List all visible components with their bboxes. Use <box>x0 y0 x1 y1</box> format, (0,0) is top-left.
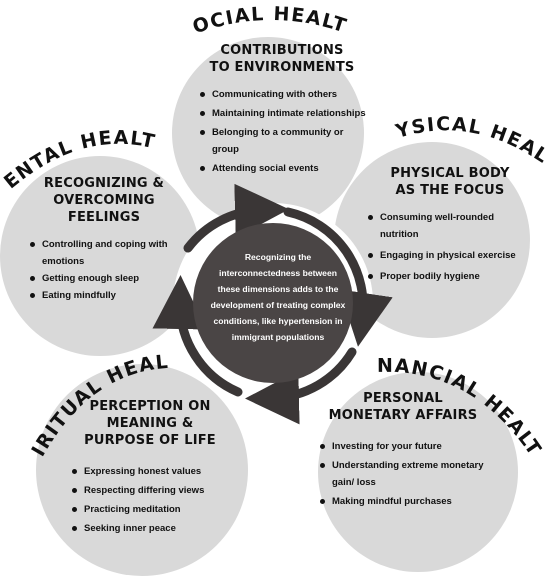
spiritual-title-line2: MEANING & <box>106 416 194 431</box>
financial-title-line2: MONETARY AFFAIRS <box>328 408 478 423</box>
list-item: Communicating with others <box>198 86 366 103</box>
list-item: Engaging in physical exercise <box>366 247 534 264</box>
mental-title-line2: OVERCOMING <box>53 193 155 208</box>
social-title-line1: CONTRIBUTIONS <box>220 43 344 58</box>
arrow-top <box>183 183 289 253</box>
spiritual-title-line3: PURPOSE OF LIFE <box>84 433 216 448</box>
list-item: Seeking inner peace <box>70 520 230 537</box>
physical-title-line2: AS THE FOCUS <box>395 183 505 198</box>
list-item: Proper bodily hygiene <box>366 268 534 285</box>
list-item: Belonging to a community or group <box>198 124 366 158</box>
physical-list: Consuming well-rounded nutrition Engagin… <box>366 209 534 285</box>
mental-title-line1: RECOGNIZING & <box>43 176 165 191</box>
list-item: Attending social events <box>198 160 366 177</box>
social-list: Communicating with others Maintaining in… <box>198 86 366 177</box>
petal-physical <box>334 142 530 338</box>
financial-content: PERSONAL MONETARY AFFAIRS Investing for … <box>318 390 488 510</box>
list-item: Making mindful purchases <box>318 493 488 510</box>
cycle-arrows <box>152 183 393 425</box>
petal-spiritual <box>36 364 248 576</box>
arrow-right <box>283 207 393 347</box>
financial-title: PERSONAL MONETARY AFFAIRS <box>318 390 488 424</box>
spiritual-title-line1: PERCEPTION ON <box>89 399 211 414</box>
social-title-line2: TO ENVIRONMENTS <box>209 60 355 75</box>
mental-content: RECOGNIZING & OVERCOMING FEELINGS Contro… <box>28 175 180 304</box>
list-item: Eating mindfully <box>28 287 180 304</box>
mental-title: RECOGNIZING & OVERCOMING FEELINGS <box>28 175 180 226</box>
list-item: Expressing honest values <box>70 463 230 480</box>
mental-title-line3: FEELINGS <box>67 210 141 225</box>
list-item: Practicing meditation <box>70 501 230 518</box>
arrow-bottom <box>245 347 357 425</box>
petal-mental <box>0 156 200 356</box>
center-disk <box>193 223 353 383</box>
social-content: CONTRIBUTIONS TO ENVIRONMENTS Communicat… <box>198 42 366 177</box>
financial-title-line1: PERSONAL <box>363 391 443 406</box>
spiritual-title: PERCEPTION ON MEANING & PURPOSE OF LIFE <box>70 398 230 449</box>
financial-list: Investing for your future Understanding … <box>318 438 488 510</box>
petal-financial <box>318 372 518 572</box>
physical-content: PHYSICAL BODY AS THE FOCUS Consuming wel… <box>366 165 534 285</box>
spiritual-content: PERCEPTION ON MEANING & PURPOSE OF LIFE … <box>70 398 230 537</box>
list-item: Consuming well-rounded nutrition <box>366 209 510 243</box>
center-statement: Recognizing the interconnectedness betwe… <box>210 252 346 342</box>
list-item: Understanding extreme monetary gain/ los… <box>318 457 488 491</box>
list-item: Maintaining intimate relationships <box>198 105 366 122</box>
list-item: Investing for your future <box>318 438 488 455</box>
list-item: Controlling and coping with emotions <box>28 236 180 270</box>
physical-title: PHYSICAL BODY AS THE FOCUS <box>366 165 534 199</box>
label-social: SOCIAL HEALTH <box>0 0 350 38</box>
petal-social <box>172 37 364 229</box>
mental-list: Controlling and coping with emotions Get… <box>28 236 180 304</box>
spiritual-list: Expressing honest values Respecting diff… <box>70 463 230 537</box>
social-title: CONTRIBUTIONS TO ENVIRONMENTS <box>198 42 366 76</box>
list-item: Respecting differing views <box>70 482 230 499</box>
physical-title-line1: PHYSICAL BODY <box>390 166 510 181</box>
list-item: Getting enough sleep <box>28 270 180 287</box>
arrow-left <box>152 275 243 397</box>
